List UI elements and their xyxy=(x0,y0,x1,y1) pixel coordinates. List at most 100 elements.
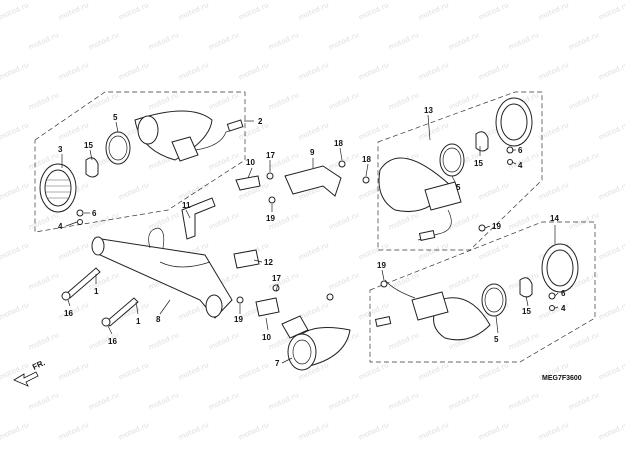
watermark-text: motod.ru xyxy=(117,421,149,442)
callout-14: 14 xyxy=(550,214,559,223)
bar-end-right xyxy=(205,294,223,318)
watermark-text: motod.ru xyxy=(207,31,239,52)
watermark-text: motod.ru xyxy=(297,61,329,82)
connector-14 xyxy=(374,316,392,327)
callout-4: 4 xyxy=(561,304,566,313)
bulb xyxy=(85,157,99,178)
watermark-text: motod.ru xyxy=(417,361,449,382)
watermark-text: motod.ru xyxy=(237,361,269,382)
callout-4: 4 xyxy=(58,222,63,231)
watermark-text: motod.ru xyxy=(417,421,449,442)
screw-14 xyxy=(549,305,555,311)
watermark-text: motod.ru xyxy=(417,241,449,262)
housing-14 xyxy=(433,297,491,341)
callout-5: 5 xyxy=(494,335,499,344)
watermark-text: motod.ru xyxy=(57,61,89,82)
watermark-text: motod.ru xyxy=(27,391,59,412)
watermark-text: motod.ru xyxy=(147,391,179,412)
nut xyxy=(76,209,84,217)
watermark-text: motod.ru xyxy=(357,361,389,382)
callout-6: 6 xyxy=(561,289,566,298)
callout-19: 19 xyxy=(234,315,243,324)
right-front-turn-signal-assembly xyxy=(378,97,533,241)
watermark-text: motod.ru xyxy=(417,121,449,142)
callout-19: 19 xyxy=(492,222,501,231)
turn-signal-stay-bar xyxy=(91,227,233,319)
watermark-text: motod.ru xyxy=(0,1,30,22)
callout-6: 6 xyxy=(92,209,97,218)
watermark-text: motod.ru xyxy=(417,61,449,82)
watermark-text: motod.ru xyxy=(567,91,599,112)
screw-18a xyxy=(338,160,346,168)
screw-19c xyxy=(478,224,486,232)
callout-17: 17 xyxy=(272,274,281,283)
watermark-text: motod.ru xyxy=(117,361,149,382)
watermark-text: motod.ru xyxy=(597,61,625,82)
watermark-text: motod.ru xyxy=(57,421,89,442)
lens-14 xyxy=(546,249,574,287)
watermark-text: motod.ru xyxy=(507,331,539,352)
watermark-text: motod.ru xyxy=(477,61,509,82)
watermark-text: motod.ru xyxy=(87,31,119,52)
watermark-text: motod.ru xyxy=(297,121,329,142)
watermark-text: motod.ru xyxy=(147,331,179,352)
watermark-text: motod.ru xyxy=(477,181,509,202)
watermark-text: motod.ru xyxy=(0,61,30,82)
watermark-text: motod.ru xyxy=(297,301,329,322)
watermark-text: motod.ru xyxy=(357,121,389,142)
lens-7 xyxy=(287,333,317,371)
watermark-text: motod.ru xyxy=(597,241,625,262)
watermark-text: motod.ru xyxy=(447,391,479,412)
watermark-text: motod.ru xyxy=(207,151,239,172)
bulb-14 xyxy=(519,277,533,298)
housing-rim xyxy=(137,115,159,145)
watermark-text: motod.ru xyxy=(147,91,179,112)
watermark-text: motod.ru xyxy=(477,241,509,262)
callout-1: 1 xyxy=(94,287,99,296)
watermark-text: motod.ru xyxy=(447,271,479,292)
direction-label: FR. xyxy=(31,358,46,372)
callout-2: 2 xyxy=(258,117,263,126)
watermark-text: motod.ru xyxy=(237,421,269,442)
screw-19d xyxy=(380,280,388,288)
nut-center xyxy=(326,293,334,301)
watermark-text: motod.ru xyxy=(327,91,359,112)
watermark-text: motod.ru xyxy=(297,241,329,262)
callout-3: 3 xyxy=(58,145,63,154)
callout-10: 10 xyxy=(262,333,271,342)
watermark-text: motod.ru xyxy=(87,391,119,412)
bracket-10-lower xyxy=(255,297,280,317)
watermark-text: motod.ru xyxy=(57,361,89,382)
callout-labels: 2 3 5 15 6 4 10 17 9 18 18 11 19 12 1 1 … xyxy=(58,106,566,368)
watermark-text: motod.ru xyxy=(0,121,30,142)
watermark-text: motod.ru xyxy=(537,421,569,442)
callout-11: 11 xyxy=(182,201,191,210)
watermark-text: motod.ru xyxy=(0,421,30,442)
callout-8: 8 xyxy=(156,315,161,324)
watermark-text: motod.ru xyxy=(327,31,359,52)
callout-19: 19 xyxy=(377,261,386,270)
assembly-box-lower-right xyxy=(369,221,596,363)
screw xyxy=(77,219,83,225)
watermark-text: motod.ru xyxy=(117,61,149,82)
watermark-text: motod.ru xyxy=(477,361,509,382)
watermark-text: motod.ru xyxy=(597,1,625,22)
watermark-text: motod.ru xyxy=(417,1,449,22)
screw-13 xyxy=(507,159,513,165)
watermark-text: motod.ru xyxy=(387,331,419,352)
bracket-group xyxy=(181,165,342,317)
watermark-text: motod.ru xyxy=(87,91,119,112)
callout-15: 15 xyxy=(84,141,93,150)
watermark-text: motod.ru xyxy=(477,1,509,22)
watermark-text: motod.ru xyxy=(267,91,299,112)
callout-5: 5 xyxy=(113,113,118,122)
lens-13 xyxy=(500,103,528,141)
arrow-icon xyxy=(13,371,39,387)
watermark-text: motod.ru xyxy=(357,241,389,262)
watermark-text: motod.ru xyxy=(477,421,509,442)
callout-17: 17 xyxy=(266,151,275,160)
watermark-text: motod.ru xyxy=(0,241,30,262)
bolt-head xyxy=(61,291,71,301)
watermark-text: motod.ru xyxy=(507,211,539,232)
callout-7: 7 xyxy=(275,359,280,368)
